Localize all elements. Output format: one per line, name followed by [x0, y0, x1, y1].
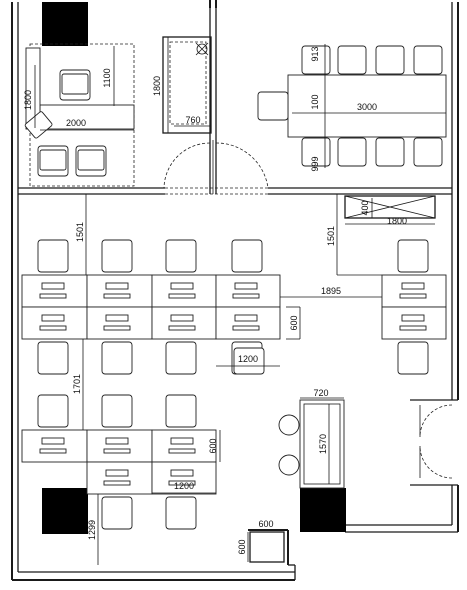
dim-desk-depth-middle: 600 — [289, 315, 299, 330]
dim-desk-width-bottom: 1200 — [174, 481, 194, 491]
dim-box-depth: 600 — [237, 539, 247, 554]
closet — [162, 36, 212, 134]
executive-chair — [59, 69, 91, 101]
dim-aisle-top-right: 1501 — [326, 226, 336, 246]
dim-exec-room-depth: 1800 — [23, 90, 33, 110]
workstation-block-top — [21, 239, 281, 375]
executive-desk — [39, 104, 135, 130]
desk-drawers-top — [39, 282, 260, 331]
small-box — [249, 531, 285, 563]
column-bottom-left — [42, 488, 88, 534]
workstation-block-right — [381, 239, 447, 375]
room-divider-vertical — [209, 8, 217, 194]
side-chair — [24, 111, 53, 139]
dim-aisle-bottom: 1299 — [87, 520, 97, 540]
dim-desk-depth-bottom: 600 — [208, 438, 218, 453]
dim-exec-desk-width: 2000 — [66, 118, 86, 128]
dim-aisle-gap: 1895 — [321, 286, 341, 296]
dim-cabinet-depth: 400 — [360, 200, 370, 215]
dimension-labels: 1800 1100 2000 1800 760 913 100 3000 999… — [23, 46, 407, 554]
dim-aisle-top-left: 1501 — [75, 222, 85, 242]
conference-head-chair — [257, 91, 289, 121]
counter-with-stools — [278, 399, 345, 489]
workstation-block-bottom — [21, 347, 265, 530]
conference-room — [257, 45, 447, 167]
dimension-lines — [34, 37, 446, 565]
dim-closet-width: 760 — [185, 115, 200, 125]
dim-desk-width-middle: 1200 — [238, 354, 258, 364]
guest-chairs — [37, 145, 107, 177]
dim-counter-length: 1570 — [318, 434, 328, 454]
dim-counter-width: 720 — [313, 388, 328, 398]
conference-table — [287, 74, 447, 138]
conference-chairs-top — [301, 45, 443, 75]
conference-chairs-bottom — [301, 137, 443, 167]
dim-conf-table-depth: 100 — [310, 94, 320, 109]
column-top-left — [42, 2, 88, 46]
column-bottom-right — [300, 488, 346, 532]
structural-columns — [42, 2, 346, 534]
dim-box-width: 600 — [258, 519, 273, 529]
executive-room — [24, 43, 135, 187]
dim-exec-desk-depth: 1100 — [102, 68, 112, 87]
workstation-chairs-top-row — [37, 239, 263, 273]
dim-cabinet-width: 1800 — [387, 216, 407, 226]
door-swings — [163, 142, 453, 479]
dim-closet-depth: 1800 — [152, 76, 162, 96]
workstation-chairs-bottom-row — [37, 341, 263, 375]
dim-conf-table-length: 3000 — [357, 102, 377, 112]
dim-aisle-middle: 1701 — [72, 374, 82, 394]
dim-conf-chair-depth-bottom: 999 — [310, 156, 320, 171]
room-divider-horizontal — [18, 187, 452, 195]
dim-conf-chair-depth-top: 913 — [310, 46, 320, 61]
storage-cabinet — [344, 195, 436, 219]
